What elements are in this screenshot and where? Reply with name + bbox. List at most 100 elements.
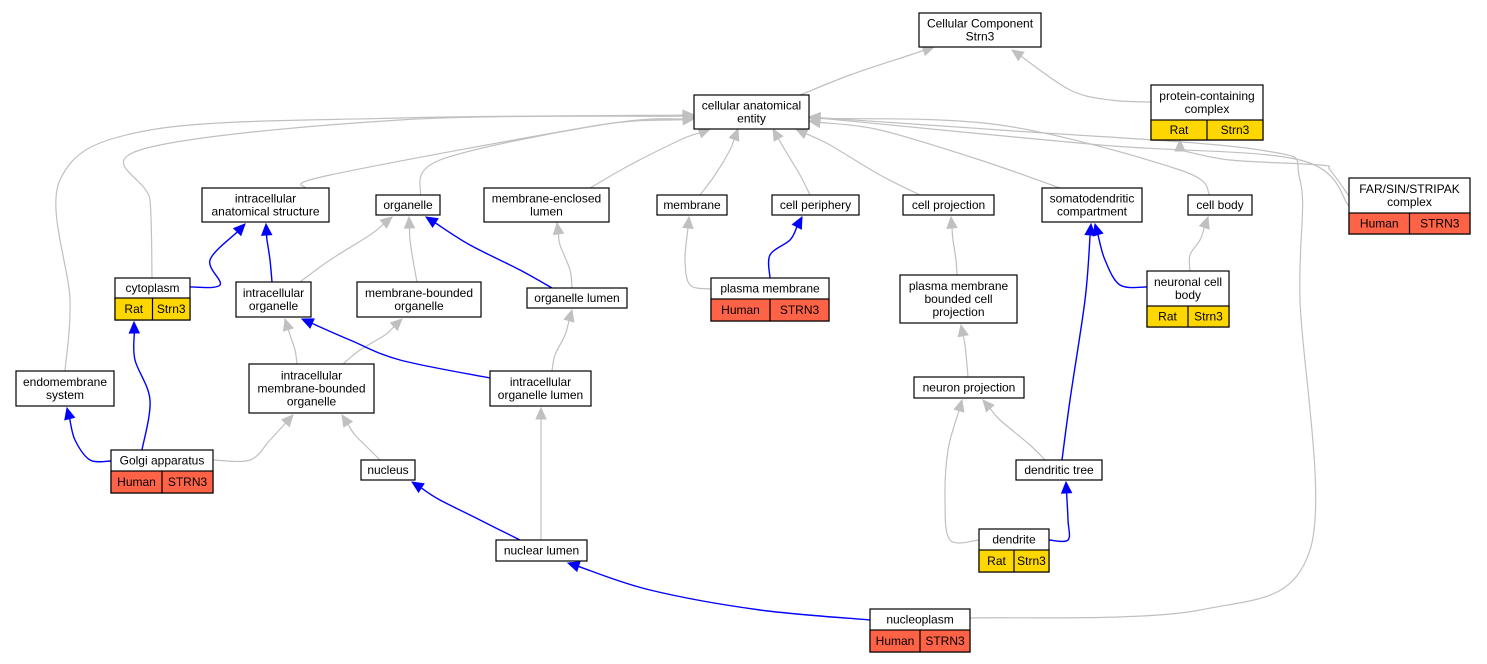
edge-golgi-apparatus-to-cytoplasm — [128, 320, 151, 451]
edge-cell-periphery-to-cellular-anatomical-entity — [772, 127, 811, 196]
node-label: organelle lumen — [498, 388, 583, 402]
edge-golgi-apparatus-to-intracellular-membrane-bounded-organelle — [212, 414, 294, 463]
node-box — [356, 281, 482, 318]
node-box — [248, 363, 375, 414]
edge-endomembrane-system-to-cellular-anatomical-entity — [55, 109, 696, 372]
edge-line — [347, 423, 381, 461]
node-label: cell projection — [912, 198, 985, 212]
node-nuclear-lumen[interactable]: nuclear lumen — [495, 539, 588, 562]
node-label: plasma membrane — [909, 279, 1009, 293]
edge-line — [311, 322, 491, 379]
edge-line — [777, 138, 811, 196]
node-neuron-projection[interactable]: neuron projection — [913, 376, 1025, 399]
gene-symbol-label: STRN3 — [780, 303, 820, 317]
edge-line — [557, 233, 573, 289]
arrowhead-icon — [128, 320, 141, 334]
edge-line — [212, 422, 287, 463]
edge-cellular-anatomical-entity-to-cellular-component — [799, 45, 936, 96]
node-label: intracellular — [235, 192, 296, 206]
arrowhead-icon — [379, 216, 393, 229]
edge-line — [265, 234, 273, 283]
arrowhead-icon — [1174, 138, 1186, 152]
edge-line — [551, 320, 570, 372]
node-nucleus[interactable]: nucleus — [360, 459, 416, 481]
node-cell-periphery[interactable]: cell periphery — [771, 194, 860, 216]
edge-line — [1175, 148, 1350, 197]
edge-line — [589, 132, 700, 189]
edge-line — [767, 226, 798, 279]
node-label: intracellular — [243, 286, 304, 300]
edge-line — [962, 335, 969, 378]
node-organelle-lumen[interactable]: organelle lumen — [526, 287, 628, 309]
edge-intracellular-organelle-lumen-to-organelle-lumen — [551, 308, 575, 372]
species-label: Human — [721, 303, 760, 317]
edge-neuron-projection-to-plasma-membrane-bounded-cell-projection — [957, 323, 969, 378]
node-box — [489, 370, 592, 407]
node-label: cytoplasm — [125, 281, 179, 295]
gene-symbol-label: STRN3 — [168, 475, 208, 489]
node-label: intracellular — [281, 369, 342, 383]
node-box — [899, 274, 1018, 324]
node-box — [375, 194, 441, 216]
edge-line — [342, 326, 395, 365]
node-membrane[interactable]: membrane — [656, 194, 728, 216]
edge-nuclear-lumen-to-intracellular-organelle-lumen — [535, 406, 547, 541]
edges-layer — [55, 45, 1350, 621]
node-cell-projection[interactable]: cell projection — [902, 194, 995, 216]
arrowhead-icon — [280, 414, 294, 428]
edge-golgi-apparatus-to-endomembrane-system — [64, 406, 112, 463]
node-label: intracellular — [510, 375, 571, 389]
node-label: projection — [932, 305, 984, 319]
node-box — [771, 194, 860, 216]
node-dendritic-tree[interactable]: dendritic tree — [1015, 459, 1103, 481]
edge-nucleoplasm-to-nuclear-lumen — [566, 561, 871, 621]
node-label: cellular anatomical — [702, 99, 801, 113]
node-box — [360, 459, 416, 481]
edge-cytoplasm-to-intracellular-anatomical-structure — [189, 223, 246, 289]
edge-line — [299, 223, 384, 283]
node-cell-body[interactable]: cell body — [1187, 194, 1253, 216]
node-box — [1187, 194, 1253, 216]
node-label: endomembrane — [23, 375, 107, 389]
edge-line — [799, 49, 924, 96]
node-label: dendrite — [992, 533, 1036, 547]
edge-line — [419, 119, 684, 196]
edge-membrane-to-cellular-anatomical-entity — [699, 127, 740, 196]
node-label: Strn3 — [966, 30, 995, 44]
arrowhead-icon — [389, 318, 403, 332]
arrowhead-icon — [535, 406, 547, 420]
node-label: bounded cell — [924, 292, 992, 306]
arrowhead-icon — [563, 308, 575, 323]
node-label: FAR/SIN/STRIPAK — [1359, 182, 1459, 196]
arrowhead-icon — [64, 406, 76, 421]
edge-far-sin-stripak-complex-to-protein-containing-complex — [1174, 138, 1350, 197]
node-organelle[interactable]: organelle — [375, 194, 441, 216]
node-label: organelle — [249, 299, 299, 313]
node-box — [15, 370, 115, 407]
edge-line — [819, 117, 1350, 207]
edge-line — [684, 227, 712, 290]
gene-symbol-label: Strn3 — [1194, 310, 1223, 324]
edge-line — [819, 121, 1061, 189]
edge-nuclear-lumen-to-nucleus — [410, 481, 521, 541]
